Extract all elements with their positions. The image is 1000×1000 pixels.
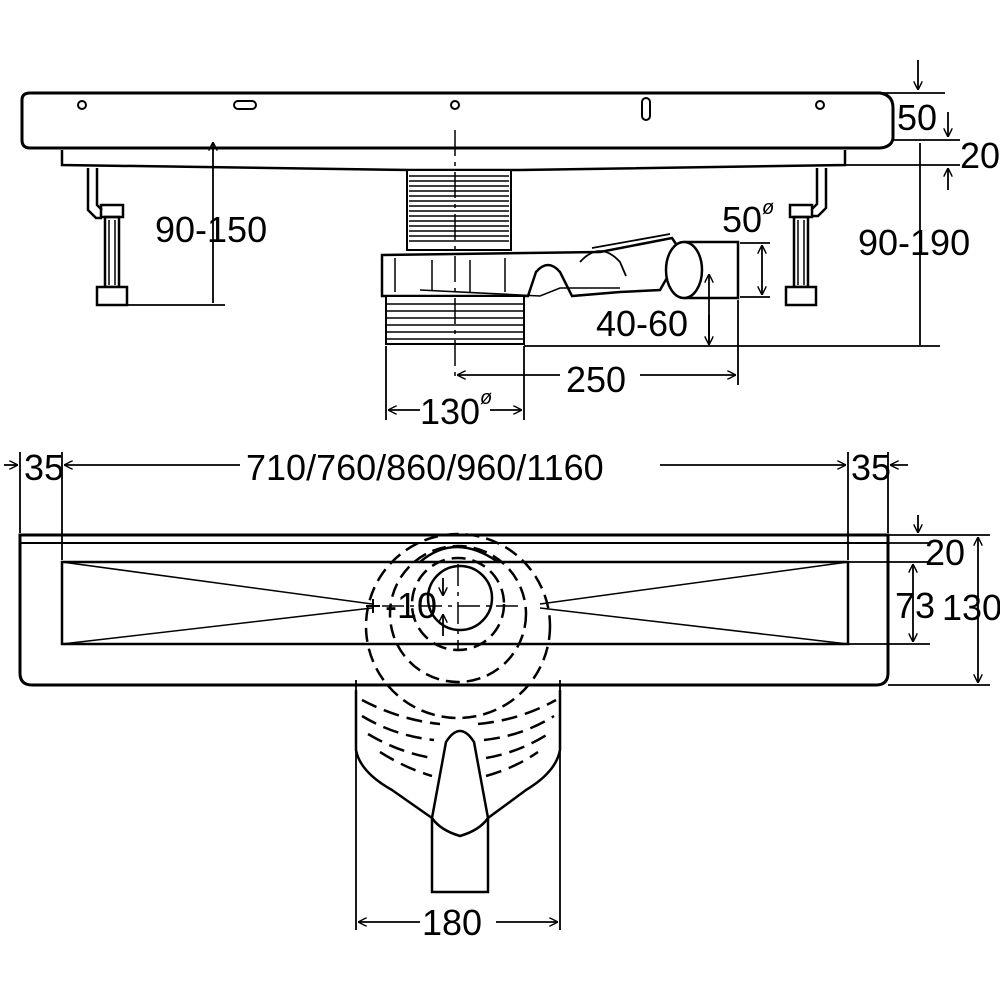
cover-plate xyxy=(20,91,895,150)
trap-ribs xyxy=(361,698,557,778)
top-labels: 35 710/760/860/960/1160 35 20 73 130 -10… xyxy=(24,447,1000,943)
outlet-offset-label: 250 xyxy=(566,359,626,400)
trap-body-top-view xyxy=(354,690,562,894)
inner-outlet xyxy=(426,564,494,632)
channel-width-label: 73 xyxy=(895,585,935,626)
offset-label: -10 xyxy=(385,585,437,626)
cover-slot xyxy=(641,97,651,121)
channel-grate xyxy=(60,560,850,646)
outer-frame xyxy=(18,533,890,687)
trap-funnel xyxy=(430,729,490,838)
outlet-pipe xyxy=(664,240,740,300)
cover-hole xyxy=(815,100,825,110)
right-adjustable-foot xyxy=(784,168,828,307)
total-height-label: 90-190 xyxy=(858,222,970,263)
right-edge-label: 35 xyxy=(851,447,891,488)
lengths-label: 710/760/860/960/1160 xyxy=(246,447,604,488)
outlet-width-label: 180 xyxy=(422,902,482,943)
side-view xyxy=(20,91,895,380)
outlet-height-label: 40-60 xyxy=(596,303,688,344)
left-edge-label: 35 xyxy=(24,447,64,488)
cover-hole xyxy=(450,100,460,110)
left-adjustable-foot xyxy=(86,168,129,307)
body-diameter-label: 130 xyxy=(420,391,480,432)
cover-hole xyxy=(77,100,87,110)
foot-height-label: 90-150 xyxy=(155,209,267,250)
rim-width-label: 20 xyxy=(925,532,965,573)
cover-slot xyxy=(233,100,257,110)
corrugated-sleeve xyxy=(406,169,512,251)
frame-height-label: 20 xyxy=(960,135,1000,176)
top-view xyxy=(18,532,890,894)
outlet-diameter-label: 50 xyxy=(722,199,762,240)
side-dimensions xyxy=(110,60,960,420)
top-dimensions xyxy=(4,452,990,930)
total-width-label: 130 xyxy=(942,587,1000,628)
top-height-label: 50 xyxy=(897,97,937,138)
outlet-diameter-symbol: ø xyxy=(762,197,774,219)
side-labels: 90-150 50 20 90-190 50 ø 40-60 250 130 ø xyxy=(155,97,1000,432)
body-diameter-symbol: ø xyxy=(480,387,492,409)
channel-body xyxy=(60,150,847,172)
